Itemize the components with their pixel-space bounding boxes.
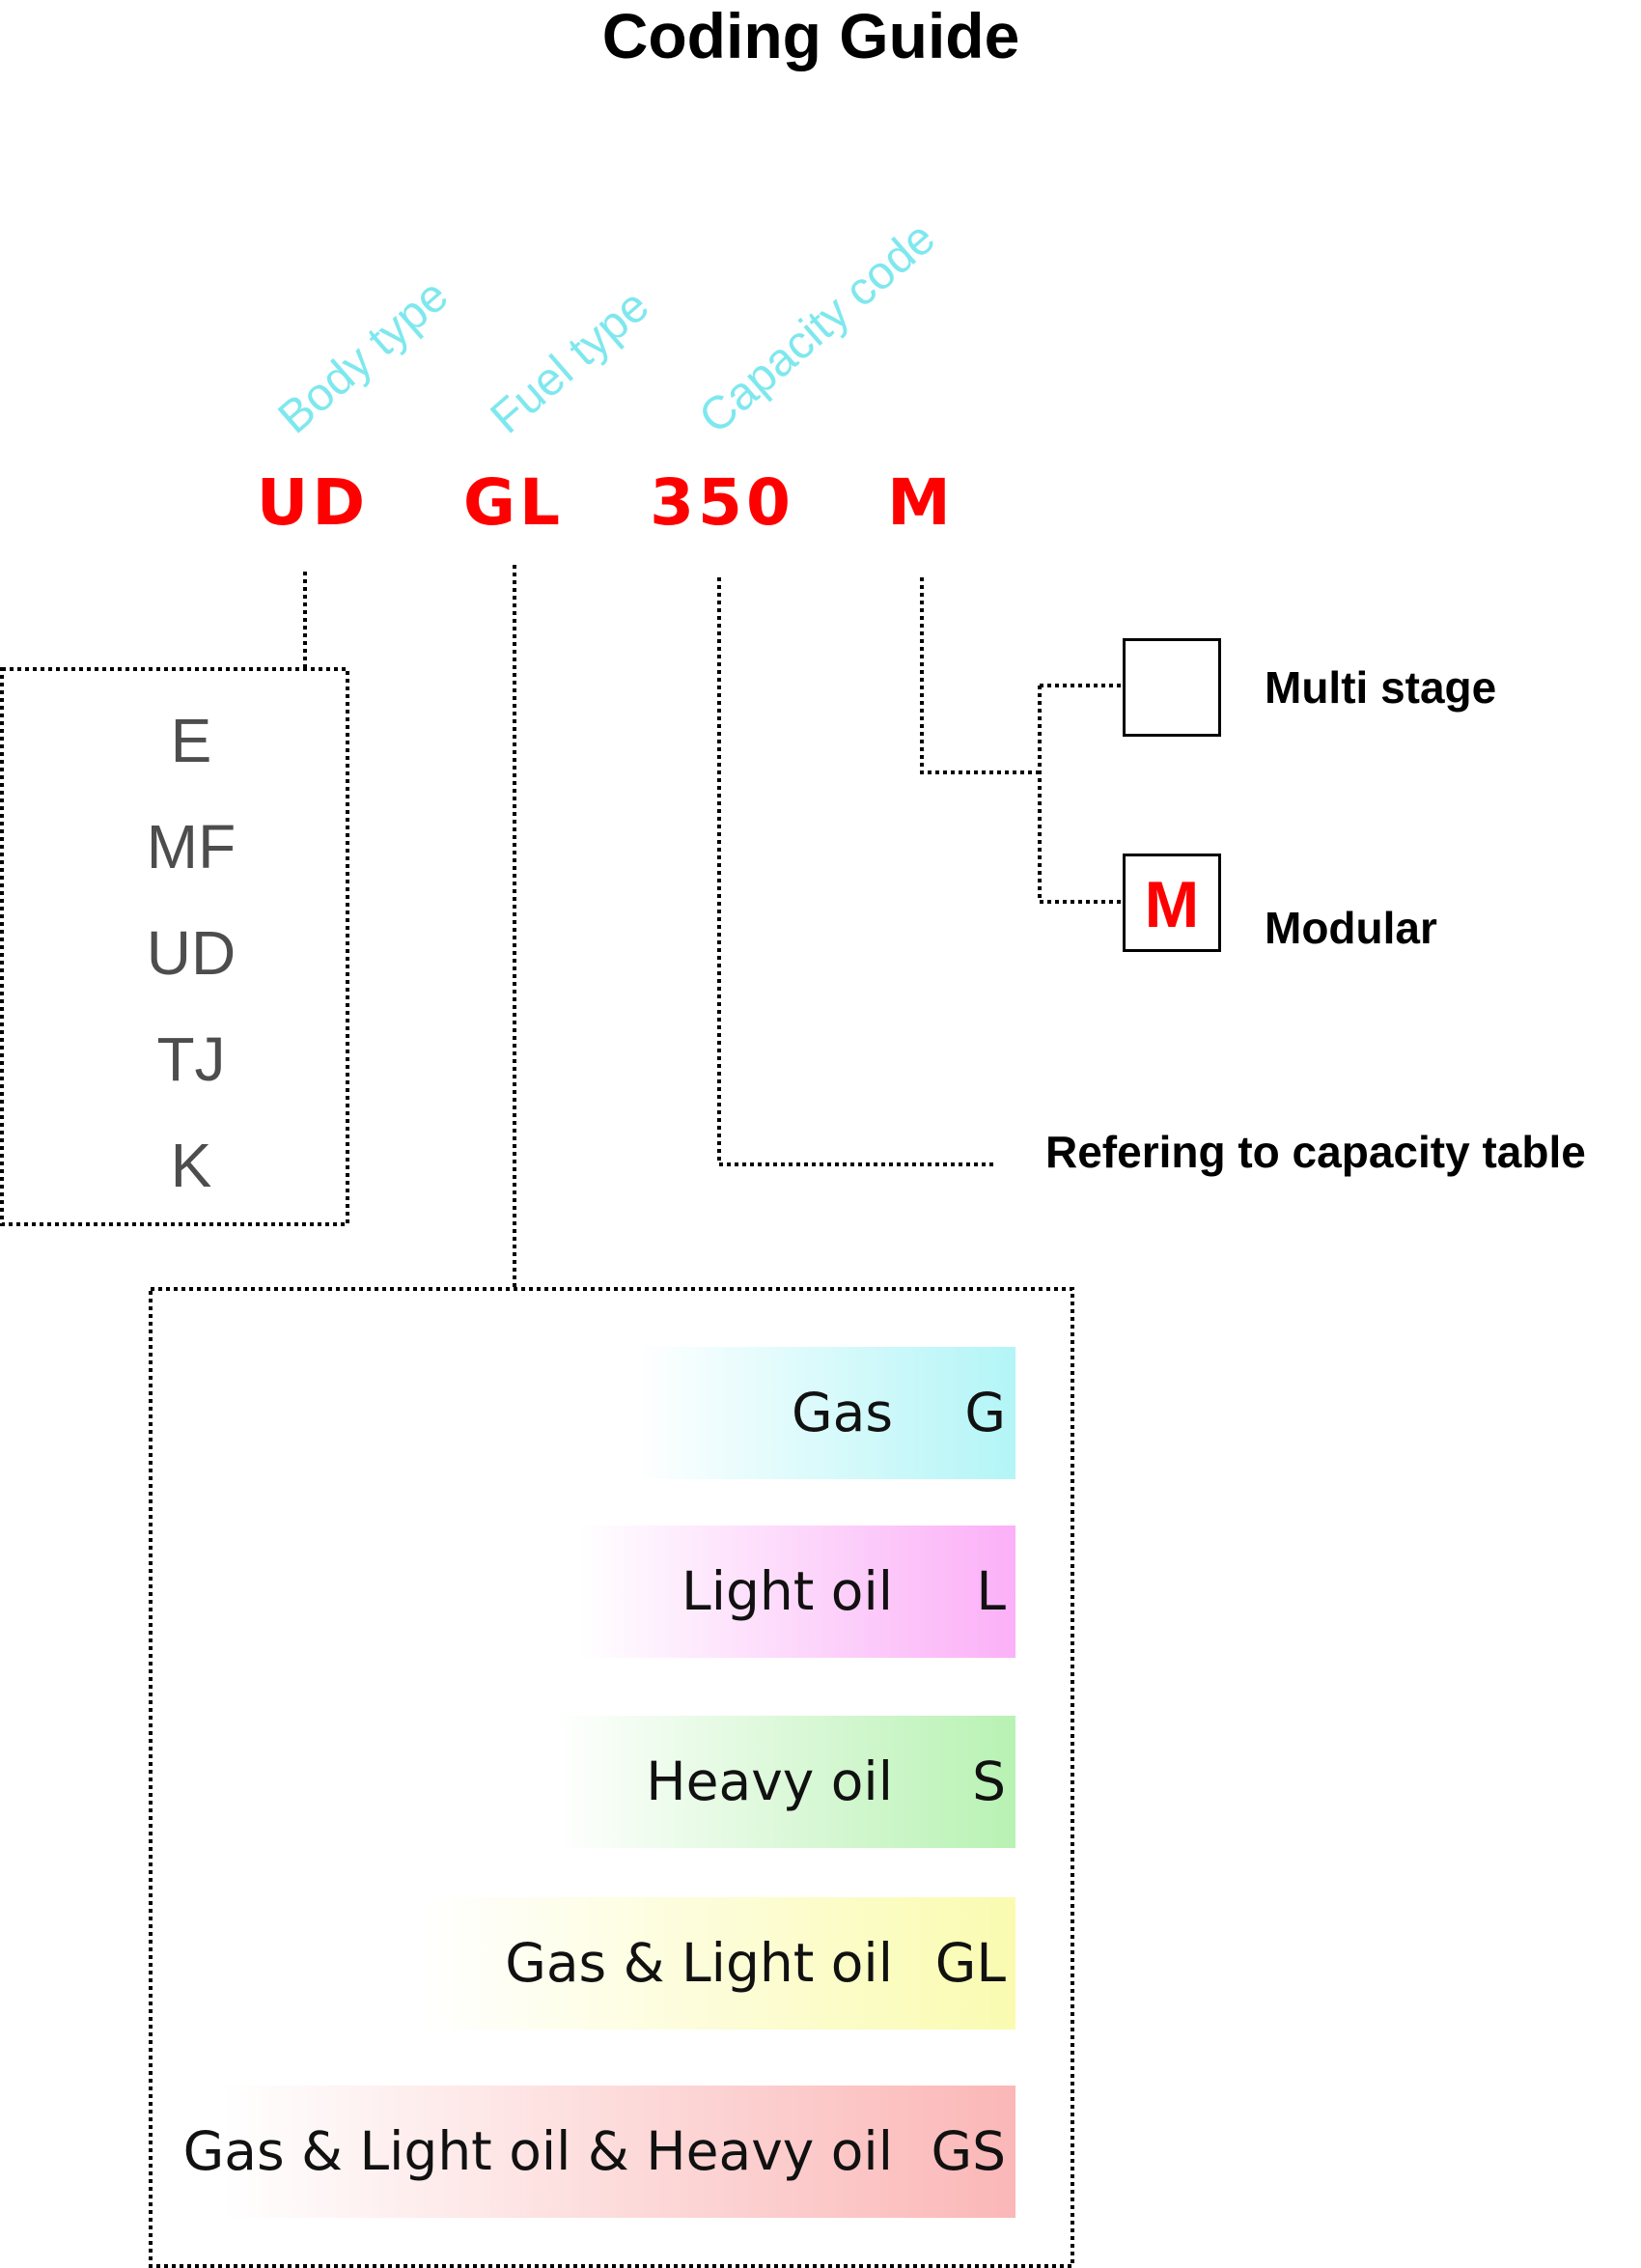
fuel-type-code: L (976, 1560, 1006, 1622)
body-type-item: K (170, 1131, 212, 1200)
fuel-type-row-gas-light-oil: Gas & Light oil GL (222, 1897, 1015, 2030)
capacity-note: Refering to capacity table (1045, 1127, 1586, 1177)
code-segment-stage: M (887, 465, 955, 540)
code-segment-fuel: GL (462, 465, 565, 540)
capacity-connector (717, 577, 997, 1166)
fuel-type-row-light-oil: Light oil L (222, 1526, 1015, 1658)
fuel-type-name: Light oil (681, 1560, 893, 1622)
fuel-type-code: S (972, 1750, 1006, 1812)
fuel-type-row-gas-light-heavy-oil: Gas & Light oil & Heavy oil GS (183, 2086, 1015, 2218)
body-type-box (0, 667, 349, 1226)
fuel-type-row-heavy-oil: Heavy oil S (222, 1716, 1015, 1848)
code-segment-capacity: 350 (650, 465, 794, 540)
stage-option-box-multi (1123, 638, 1221, 737)
stage-option-label-modular: Modular (1265, 903, 1437, 953)
body-type-item: TJ (156, 1024, 226, 1094)
fuel-type-name: Gas & Light oil & Heavy oil (182, 2120, 893, 2182)
fuel-type-row-gas: Gas G (222, 1347, 1015, 1479)
body-type-item: E (170, 706, 212, 775)
stage-connector (920, 577, 1040, 774)
fuel-type-box (149, 1287, 1074, 2268)
stage-option-label-multi: Multi stage (1265, 662, 1497, 713)
fuel-type-name: Gas & Light oil (505, 1932, 893, 1994)
stage-option-box-modular: M (1123, 854, 1221, 952)
fuel-type-code: GS (931, 2120, 1006, 2182)
code-segment-body: UD (256, 465, 370, 540)
body-type-item: UD (146, 918, 236, 988)
fuel-type-name: Gas (792, 1382, 893, 1443)
page-title: Coding Guide (601, 0, 1020, 71)
fuel-type-code: G (964, 1382, 1006, 1443)
fuel-type-name: Heavy oil (646, 1750, 893, 1812)
body-type-item: MF (146, 812, 236, 882)
fuel-type-code: GL (934, 1932, 1006, 1994)
